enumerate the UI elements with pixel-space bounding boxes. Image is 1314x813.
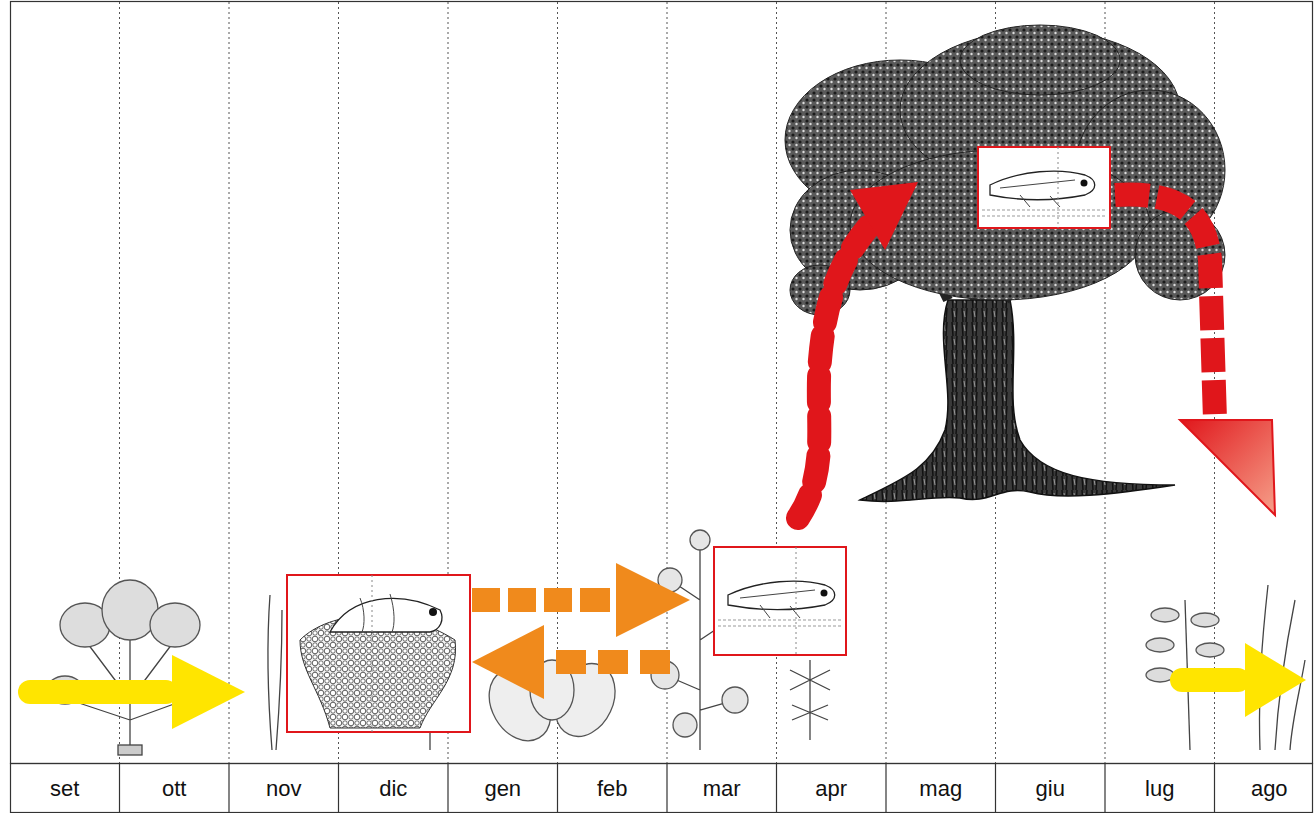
yellow-arrow: [18, 643, 1306, 729]
month-label: mag: [919, 778, 962, 800]
month-label: feb: [597, 778, 628, 800]
month-label: gen: [484, 778, 521, 800]
red-arrow: [798, 182, 1275, 518]
month-label: mar: [703, 778, 741, 800]
month-label: ago: [1251, 778, 1288, 800]
orange-arrow: [472, 563, 690, 699]
month-label: lug: [1145, 778, 1174, 800]
month-label: nov: [266, 778, 301, 800]
month-label: ott: [162, 778, 186, 800]
host-plants: [47, 530, 1305, 755]
month-label: giu: [1036, 778, 1065, 800]
adult-insect: [714, 147, 1110, 655]
month-label: dic: [379, 778, 407, 800]
month-label: set: [50, 778, 79, 800]
nymph-in-foam: [287, 575, 470, 732]
month-label: apr: [815, 778, 847, 800]
